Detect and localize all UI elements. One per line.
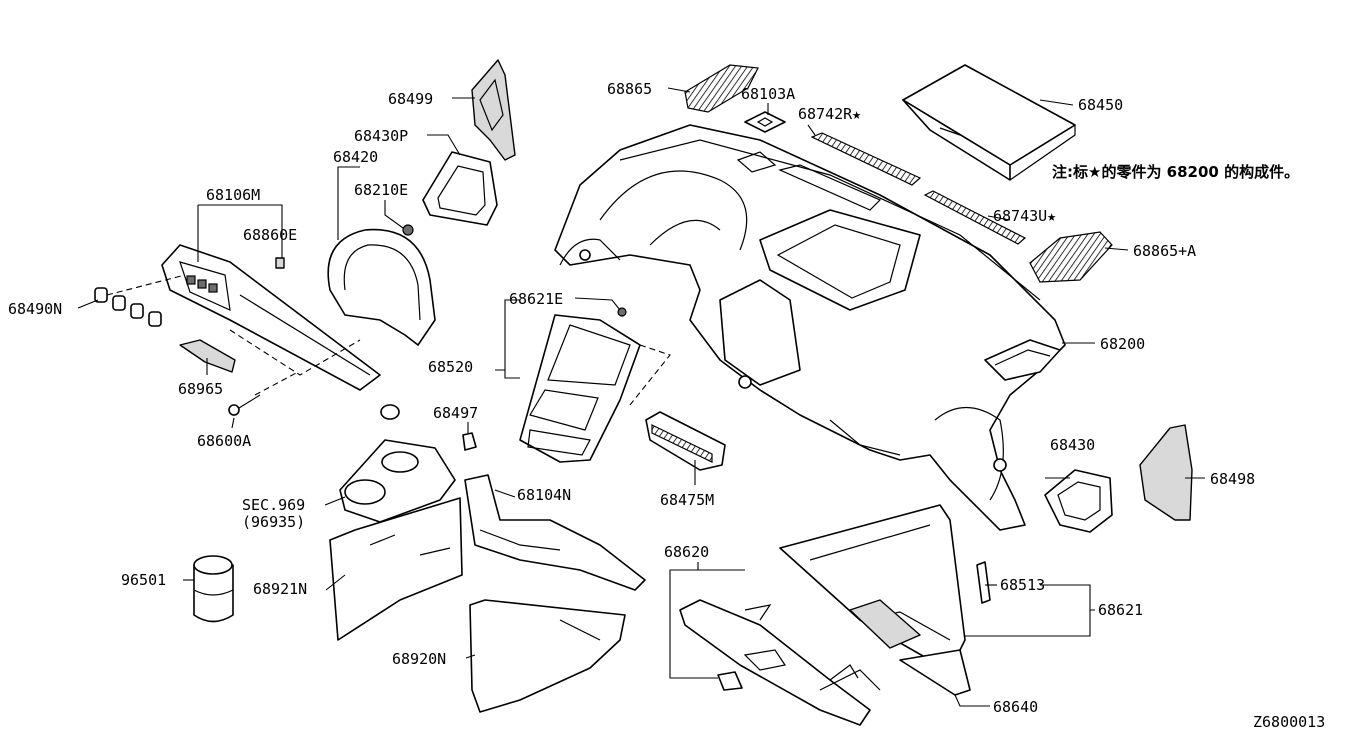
label-68498: 68498 xyxy=(1210,470,1255,488)
glove-box-68621 xyxy=(779,504,966,661)
label-68103A: 68103A xyxy=(741,85,795,103)
label-96501: 96501 xyxy=(121,571,166,589)
finisher-68430P xyxy=(422,151,498,226)
label-68497: 68497 xyxy=(433,404,478,422)
clip-68860E xyxy=(275,257,285,269)
side-cover-68921N xyxy=(329,497,463,641)
label-68475M: 68475M xyxy=(660,491,714,509)
components-note: 注:标★的零件为 68200 的构成件。 xyxy=(1052,163,1299,181)
label-68200: 68200 xyxy=(1100,335,1145,353)
vent-68865 xyxy=(684,64,759,113)
label-68742R: 68742R★ xyxy=(798,105,861,123)
striker-68513 xyxy=(976,561,991,604)
tray-68475M xyxy=(645,411,726,471)
label-68513: 68513 xyxy=(1000,576,1045,594)
finisher-68430 xyxy=(1044,469,1113,533)
vent-68865A xyxy=(1029,231,1113,283)
label-68106M: 68106M xyxy=(206,186,260,204)
clip-68210E xyxy=(402,224,414,236)
cluster-lid-68420 xyxy=(327,228,436,346)
label-68420: 68420 xyxy=(333,148,378,166)
label-68921N: 68921N xyxy=(253,580,307,598)
cup-96501 xyxy=(193,555,234,623)
panel-68106M xyxy=(161,244,381,391)
glove-box-lid-68620 xyxy=(679,599,871,726)
lid-68450 xyxy=(902,64,1076,181)
clip-68497 xyxy=(462,432,477,451)
lower-cover-68920N xyxy=(469,599,626,713)
label-68600A: 68600A xyxy=(197,432,251,450)
part-labels: 68499 68430P 68420 68210E 68106M 68860E … xyxy=(8,80,1325,731)
label-68965: 68965 xyxy=(178,380,223,398)
label-68920N: 68920N xyxy=(392,650,446,668)
label-68430P: 68430P xyxy=(354,127,408,145)
label-68104N: 68104N xyxy=(517,486,571,504)
label-68640: 68640 xyxy=(993,698,1038,716)
defroster-grille-68743U xyxy=(923,190,1027,245)
console-sec969 xyxy=(339,404,456,523)
bracket-68104N xyxy=(464,474,646,591)
label-68499: 68499 xyxy=(388,90,433,108)
label-68520: 68520 xyxy=(428,358,473,376)
label-68865: 68865 xyxy=(607,80,652,98)
label-68620: 68620 xyxy=(664,543,709,561)
label-68743U: 68743U★ xyxy=(993,207,1056,225)
screw-68600A xyxy=(228,371,299,416)
label-96935: (96935) xyxy=(242,513,305,531)
lid-stay-68640 xyxy=(819,649,971,696)
instrument-panel-68200 xyxy=(554,124,1066,531)
side-panel-68499 xyxy=(471,59,516,161)
leader-lines xyxy=(77,87,1205,707)
label-68430: 68430 xyxy=(1050,436,1095,454)
label-68865A: 68865+A xyxy=(1133,242,1196,260)
diagram-id: Z6800013 xyxy=(1253,713,1325,731)
finisher-68520 xyxy=(519,314,671,463)
bracket-68965 xyxy=(179,339,236,373)
label-sec969: SEC.969 xyxy=(242,496,305,514)
label-68490N: 68490N xyxy=(8,300,62,318)
switches-68490N xyxy=(94,274,186,327)
defroster-grille-68742R xyxy=(810,132,922,186)
label-68210E: 68210E xyxy=(354,181,408,199)
side-panel-68498 xyxy=(1139,424,1193,521)
sensor-cover-68103A xyxy=(744,111,786,133)
label-68450: 68450 xyxy=(1078,96,1123,114)
label-68860E: 68860E xyxy=(243,226,297,244)
label-68621E: 68621E xyxy=(509,290,563,308)
label-68621: 68621 xyxy=(1098,601,1143,619)
